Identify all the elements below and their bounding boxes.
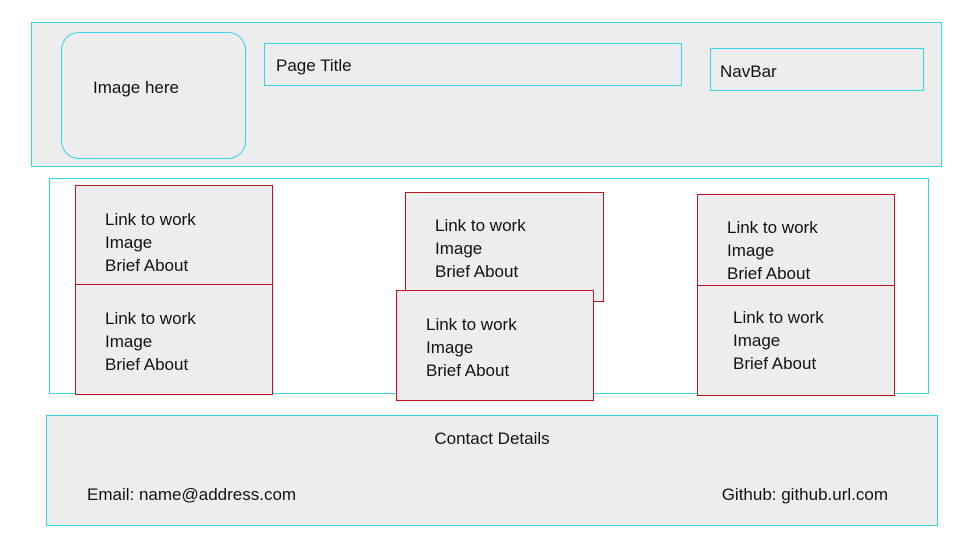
work-about: Brief About [435,262,519,281]
work-card[interactable]: Link to work Image Brief About [396,290,594,401]
work-image-label: Image [733,331,781,350]
logo-placeholder-label: Image here [93,78,179,97]
work-image-label: Image [105,233,153,252]
work-link[interactable]: Link to work [733,308,824,327]
work-card[interactable]: Link to work Image Brief About [75,284,273,395]
work-card[interactable]: Link to work Image Brief About [697,194,895,286]
work-image-label: Image [426,338,474,357]
work-link[interactable]: Link to work [435,216,526,235]
page-title-box: Page Title [264,43,682,86]
logo-image-placeholder: Image here [61,32,246,159]
work-about: Brief About [426,361,510,380]
work-link[interactable]: Link to work [105,309,196,328]
email-contact[interactable]: Email: name@address.com [87,485,297,504]
work-image-label: Image [435,239,483,258]
work-link[interactable]: Link to work [105,210,196,229]
work-card[interactable]: Link to work Image Brief About [697,285,895,396]
work-card[interactable]: Link to work Image Brief About [405,192,604,302]
navbar-label: NavBar [720,62,777,81]
work-link[interactable]: Link to work [426,315,517,334]
github-contact[interactable]: Github: github.url.com [721,485,888,504]
work-about: Brief About [727,264,811,283]
work-image-label: Image [727,241,775,260]
work-image-label: Image [105,332,153,351]
work-link[interactable]: Link to work [727,218,818,237]
navbar[interactable]: NavBar [710,48,924,91]
contact-heading: Contact Details [434,429,550,448]
contact-footer: Contact Details Email: name@address.com … [46,415,938,526]
work-about: Brief About [105,355,189,374]
work-about: Brief About [733,354,817,373]
page-title: Page Title [276,56,352,75]
work-about: Brief About [105,256,189,275]
work-card[interactable]: Link to work Image Brief About [75,185,273,285]
